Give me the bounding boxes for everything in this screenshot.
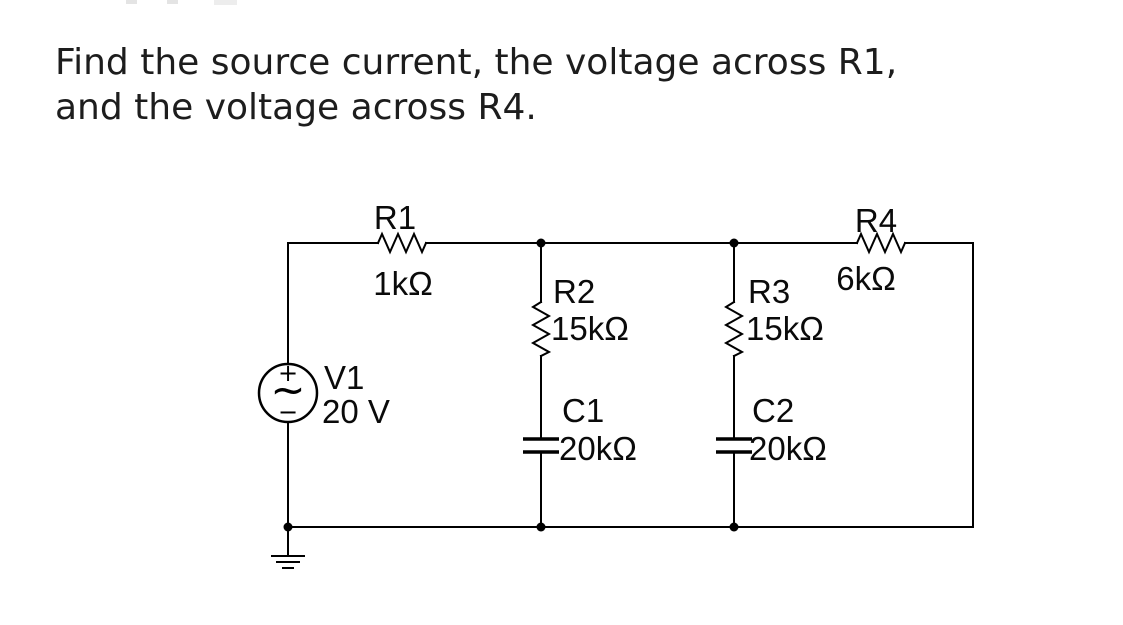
c2-value-label: 20kΩ	[749, 430, 827, 467]
r2-value-label: 15kΩ	[551, 310, 629, 347]
sine-wave-icon: ~	[270, 365, 305, 414]
junction-dot	[729, 522, 739, 532]
resistor-r1-zigzag	[376, 231, 428, 255]
minus-icon: −	[278, 398, 298, 426]
resistor-r3-zigzag	[723, 300, 745, 358]
c1-value-label: 20kΩ	[559, 430, 637, 467]
c2-name-label: C2	[752, 392, 794, 429]
c1-name-label: C1	[562, 392, 604, 429]
plus-icon: +	[278, 359, 298, 387]
junction-dot	[536, 238, 546, 248]
problem-statement-line1: Find the source current, the voltage acr…	[55, 42, 898, 83]
v1-value-label: 20 V	[322, 393, 390, 430]
r4-value-label: 6kΩ	[836, 260, 896, 297]
resistor-r2-zigzag	[530, 300, 552, 358]
r2-name-label: R2	[553, 273, 595, 310]
r3-value-label: 15kΩ	[746, 310, 824, 347]
junction-dot	[283, 522, 293, 532]
cutoff-text-fragment	[167, 0, 178, 4]
junction-dot	[729, 238, 739, 248]
junction-dot	[536, 522, 546, 532]
v1-name-label: V1	[324, 359, 364, 396]
r3-name-label: R3	[748, 273, 790, 310]
cutoff-text-fragment	[126, 0, 137, 4]
r1-name-label: R1	[374, 199, 416, 236]
resistor-r4-zigzag	[855, 231, 907, 255]
problem-statement-line2: and the voltage across R4.	[55, 87, 537, 128]
r1-value-label: 1kΩ	[373, 265, 433, 302]
problem-statement: Find the source current, the voltage acr…	[55, 40, 897, 130]
voltage-source-circle	[257, 362, 319, 424]
cutoff-text-fragment	[214, 0, 237, 5]
r4-name-label: R4	[855, 202, 897, 239]
